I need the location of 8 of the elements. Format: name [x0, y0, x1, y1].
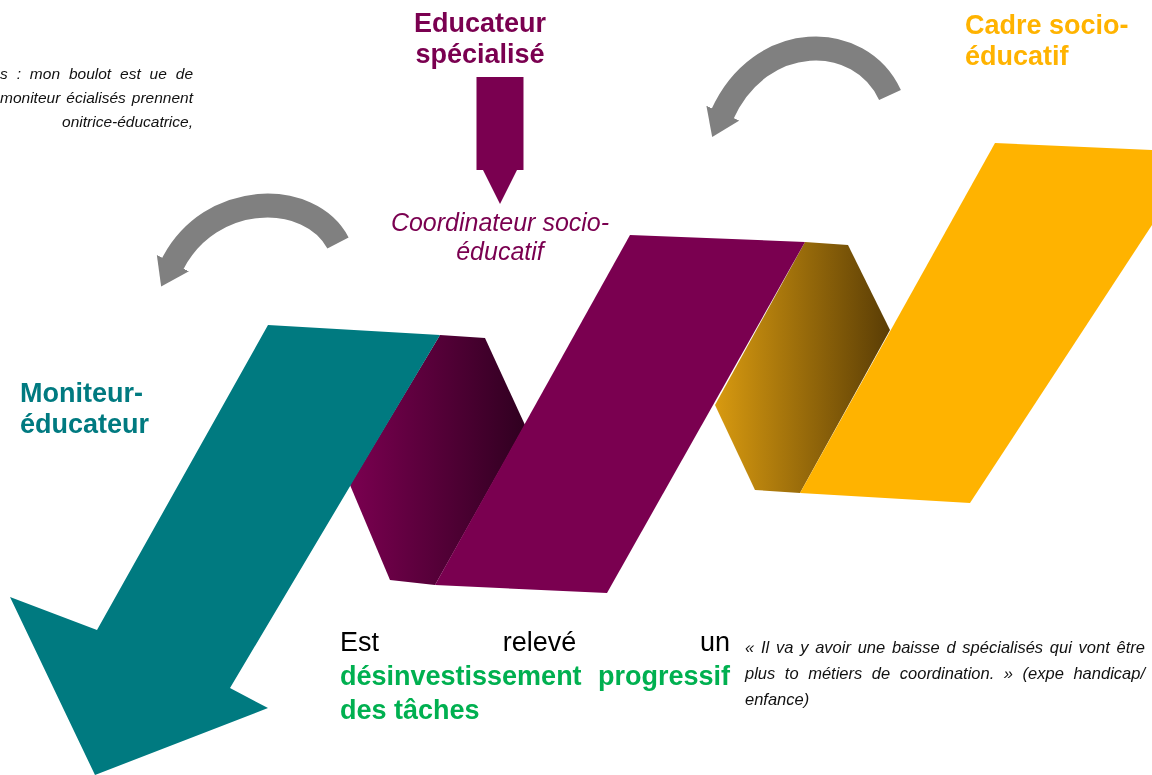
block-arrow [476, 77, 524, 204]
finding-text: Est relevé un désinvestissement progressif des tâches [340, 626, 730, 727]
quote-text: s : mon boulot est ue de moniteur écialisés prennent onitrice-éducatrice, [0, 64, 193, 132]
role-title: Educateur spécialisé [380, 8, 580, 70]
role-title: Coordinateur socio-éducatif [385, 208, 615, 266]
role-title: Cadre socio- éducatif [965, 10, 1130, 72]
quote-text: « Il va y avoir une baisse d spécialisés qui vont être plus to métiers de coordination. » (expe handicap/ enfance) [745, 637, 1145, 710]
role-title: Moniteur- éducateur [20, 378, 151, 440]
